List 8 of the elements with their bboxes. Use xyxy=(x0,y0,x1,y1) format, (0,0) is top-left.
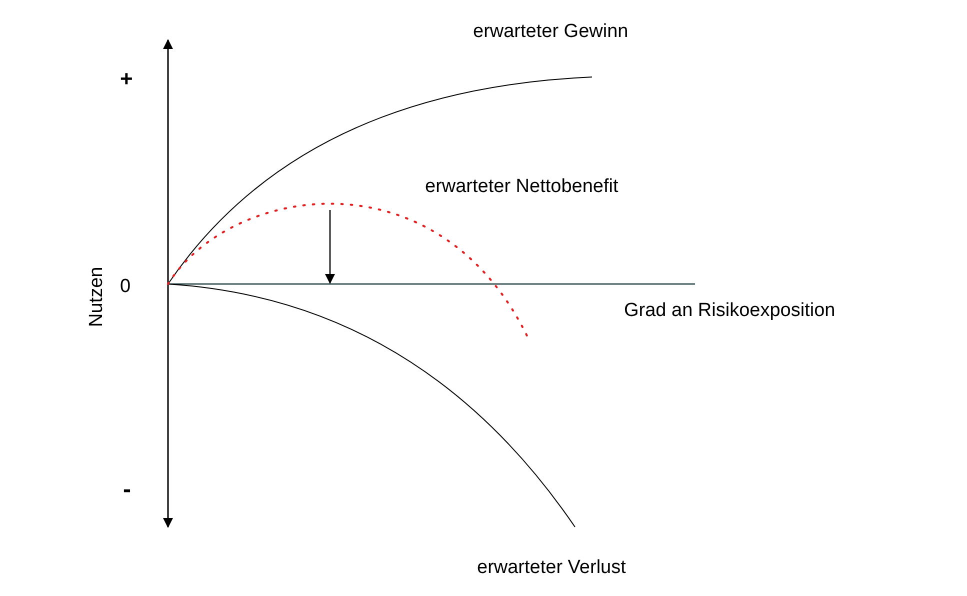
axis-sign: - xyxy=(123,478,131,502)
curve-label: erwarteter Verlust xyxy=(477,558,626,577)
axis-title: Grad an Risikoexposition xyxy=(624,301,836,320)
axis-tick-label: 0 xyxy=(120,277,131,296)
axis-sign: + xyxy=(120,68,133,90)
curve-label: erwarteter Nettobenefit xyxy=(425,177,618,196)
curve-label: erwarteter Gewinn xyxy=(473,22,628,41)
axis-title: Nutzen xyxy=(87,266,106,327)
